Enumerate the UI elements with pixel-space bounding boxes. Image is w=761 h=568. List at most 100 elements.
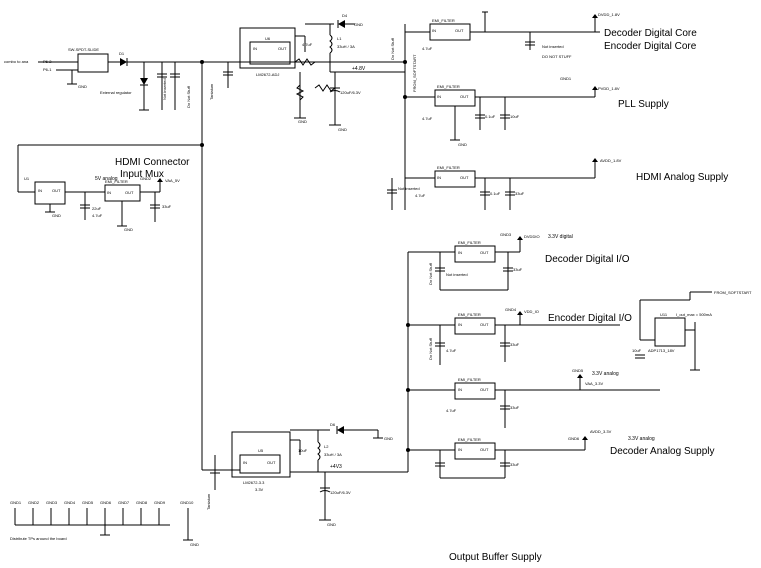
gnd-test-points: GND GND1 GND2 GND3 GND4 GND5 GND6 GND7 G… <box>10 500 199 547</box>
svg-text:33uF: 33uF <box>510 405 520 410</box>
net-dvdd-18v: DVDD_1.8V <box>598 12 620 17</box>
d5-diode-icon <box>140 78 148 85</box>
heading-33v-analog-1: 3.3V analog <box>592 371 619 377</box>
svg-text:U1: U1 <box>24 176 30 181</box>
u11-chip <box>654 317 686 347</box>
tp-group: GND1 GND2 GND3 GND4 GND5 GND6 GND7 GND8 … <box>10 500 194 525</box>
svg-text:EMI_FILTER: EMI_FILTER <box>458 437 481 442</box>
svg-text:+4.8V: +4.8V <box>352 66 366 72</box>
svg-text:IN: IN <box>458 447 462 452</box>
svg-text:EMI_FILTER: EMI_FILTER <box>458 240 481 245</box>
svg-text:GND4: GND4 <box>505 307 517 312</box>
hdmi-analog-filter: EMI_FILTER IN OUT AVDD_1.8V Not inserted… <box>387 158 728 210</box>
svg-text:GND5: GND5 <box>572 368 584 373</box>
svg-text:L1: L1 <box>337 36 342 41</box>
svg-text:10uF: 10uF <box>510 114 520 119</box>
net-avdd-18v: AVDD_1.8V <box>600 158 622 163</box>
heading-decoder-digital-core: Decoder Digital Core <box>604 28 697 39</box>
svg-text:GND: GND <box>384 436 393 441</box>
svg-text:Do Not Stuff: Do Not Stuff <box>428 337 433 360</box>
encoder-digital-io-filter: EMI_FILTER IN OUT VDD_IO GND4 Do Not Stu… <box>408 290 752 371</box>
heading-33v-analog-2: 3.3V analog <box>628 436 655 442</box>
svg-text:GND3: GND3 <box>500 232 512 237</box>
svg-text:D4: D4 <box>342 13 348 18</box>
svg-text:120uF/6.3V: 120uF/6.3V <box>330 490 351 495</box>
svg-text:IN: IN <box>38 188 42 193</box>
svg-text:10uF: 10uF <box>298 448 308 453</box>
svg-text:IN: IN <box>437 175 441 180</box>
heading-input-mux: Input Mux <box>120 169 164 180</box>
heading-pll-supply: PLL Supply <box>618 99 669 110</box>
vaa-33v-filter: EMI_FILTER IN OUT VAA_3.3V GND5 3.3V ana… <box>408 368 660 428</box>
svg-text:U11: U11 <box>660 312 668 317</box>
svg-text:IN: IN <box>107 190 111 195</box>
from-softstart-1: FROM_SOFTSTART <box>412 54 417 92</box>
heading-hdmi-connector: HDMI Connector <box>115 157 190 168</box>
combo-label: combo to ana <box>4 59 29 64</box>
svg-text:10uF: 10uF <box>632 348 642 353</box>
d1-diode-icon <box>120 58 127 66</box>
svg-text:OUT: OUT <box>52 188 61 193</box>
distribute-note: Distribute TPs around the board <box>10 536 67 541</box>
f-pll-chip <box>434 89 476 107</box>
svg-text:EMI_FILTER: EMI_FILTER <box>437 84 460 89</box>
svg-text:Tantalum: Tantalum <box>206 493 211 510</box>
svg-text:IN: IN <box>458 250 462 255</box>
svg-text:EMI_FILTER: EMI_FILTER <box>458 377 481 382</box>
heading-output-buffer-supply: Output Buffer Supply <box>449 552 542 563</box>
f-hdmi-chip <box>434 170 476 188</box>
svg-text:OUT: OUT <box>480 322 489 327</box>
f-vaa-chip <box>454 382 496 400</box>
svg-text:33uF: 33uF <box>510 462 520 467</box>
svg-text:GND: GND <box>78 84 87 89</box>
svg-text:OUT: OUT <box>460 94 469 99</box>
ext-reg-label: External regulator <box>100 90 132 95</box>
f-avdd-chip <box>454 442 496 460</box>
u6-block <box>239 27 296 69</box>
svg-text:4.7uF: 4.7uF <box>92 213 103 218</box>
svg-text:33uF: 33uF <box>513 267 523 272</box>
svg-text:4.7uF: 4.7uF <box>446 348 457 353</box>
d6-diode-icon <box>337 426 344 434</box>
svg-text:Do Not Stuff: Do Not Stuff <box>186 85 191 108</box>
heading-decoder-analog-supply: Decoder Analog Supply <box>610 446 715 457</box>
svg-text:D6: D6 <box>330 422 336 427</box>
f-core-chip <box>429 23 471 41</box>
svg-text:GND2: GND2 <box>140 176 152 181</box>
svg-text:GND6: GND6 <box>568 436 580 441</box>
decoder-digital-core-filter: EMI_FILTER IN OUT 4.7uF DVDD_1.8V Not in… <box>405 11 697 59</box>
heading-encoder-digital-io: Encoder Digital I/O <box>548 313 632 324</box>
svg-text:LM2672-ADJ: LM2672-ADJ <box>256 72 279 77</box>
svg-text:OUT: OUT <box>480 250 489 255</box>
svg-text:GND: GND <box>338 127 347 132</box>
svg-text:IN: IN <box>437 94 441 99</box>
svg-text:OUT: OUT <box>460 175 469 180</box>
svg-text:4.7uF: 4.7uF <box>446 408 457 413</box>
svg-text:U6: U6 <box>265 36 271 41</box>
tp-gnd-9: GND9 <box>154 500 166 505</box>
svg-text:GND: GND <box>190 542 199 547</box>
svg-text:EMI_FILTER: EMI_FILTER <box>437 165 460 170</box>
tp-gnd-1: GND1 <box>10 500 22 505</box>
svg-text:Not inserted: Not inserted <box>542 44 564 49</box>
svg-text:0.1uF: 0.1uF <box>490 191 501 196</box>
svg-text:OUT: OUT <box>480 387 489 392</box>
u5-chip <box>239 454 281 474</box>
svg-text:GND: GND <box>52 213 61 218</box>
svg-text:OUT: OUT <box>455 28 464 33</box>
svg-text:U5: U5 <box>258 448 264 453</box>
svg-text:4.7uF: 4.7uF <box>415 193 426 198</box>
switch-label: SW-SPDT-SLIDE <box>68 47 99 52</box>
from-softstart-2: FROM_SOFTSTART <box>714 290 752 295</box>
u6-chip <box>249 41 291 65</box>
svg-text:4.7uF: 4.7uF <box>422 116 433 121</box>
svg-text:Not inserted: Not inserted <box>398 186 420 191</box>
input-switch-section: combo to ana P6-2 P6-1 SW-SPDT-SLIDE D1 … <box>4 47 405 111</box>
spdt-switch <box>77 53 109 73</box>
svg-text:33uF: 33uF <box>510 342 520 347</box>
svg-text:GND: GND <box>458 142 467 147</box>
svg-text:0.1uF: 0.1uF <box>485 114 496 119</box>
tp-gnd-7: GND7 <box>118 500 130 505</box>
svg-text:GND: GND <box>327 522 336 527</box>
